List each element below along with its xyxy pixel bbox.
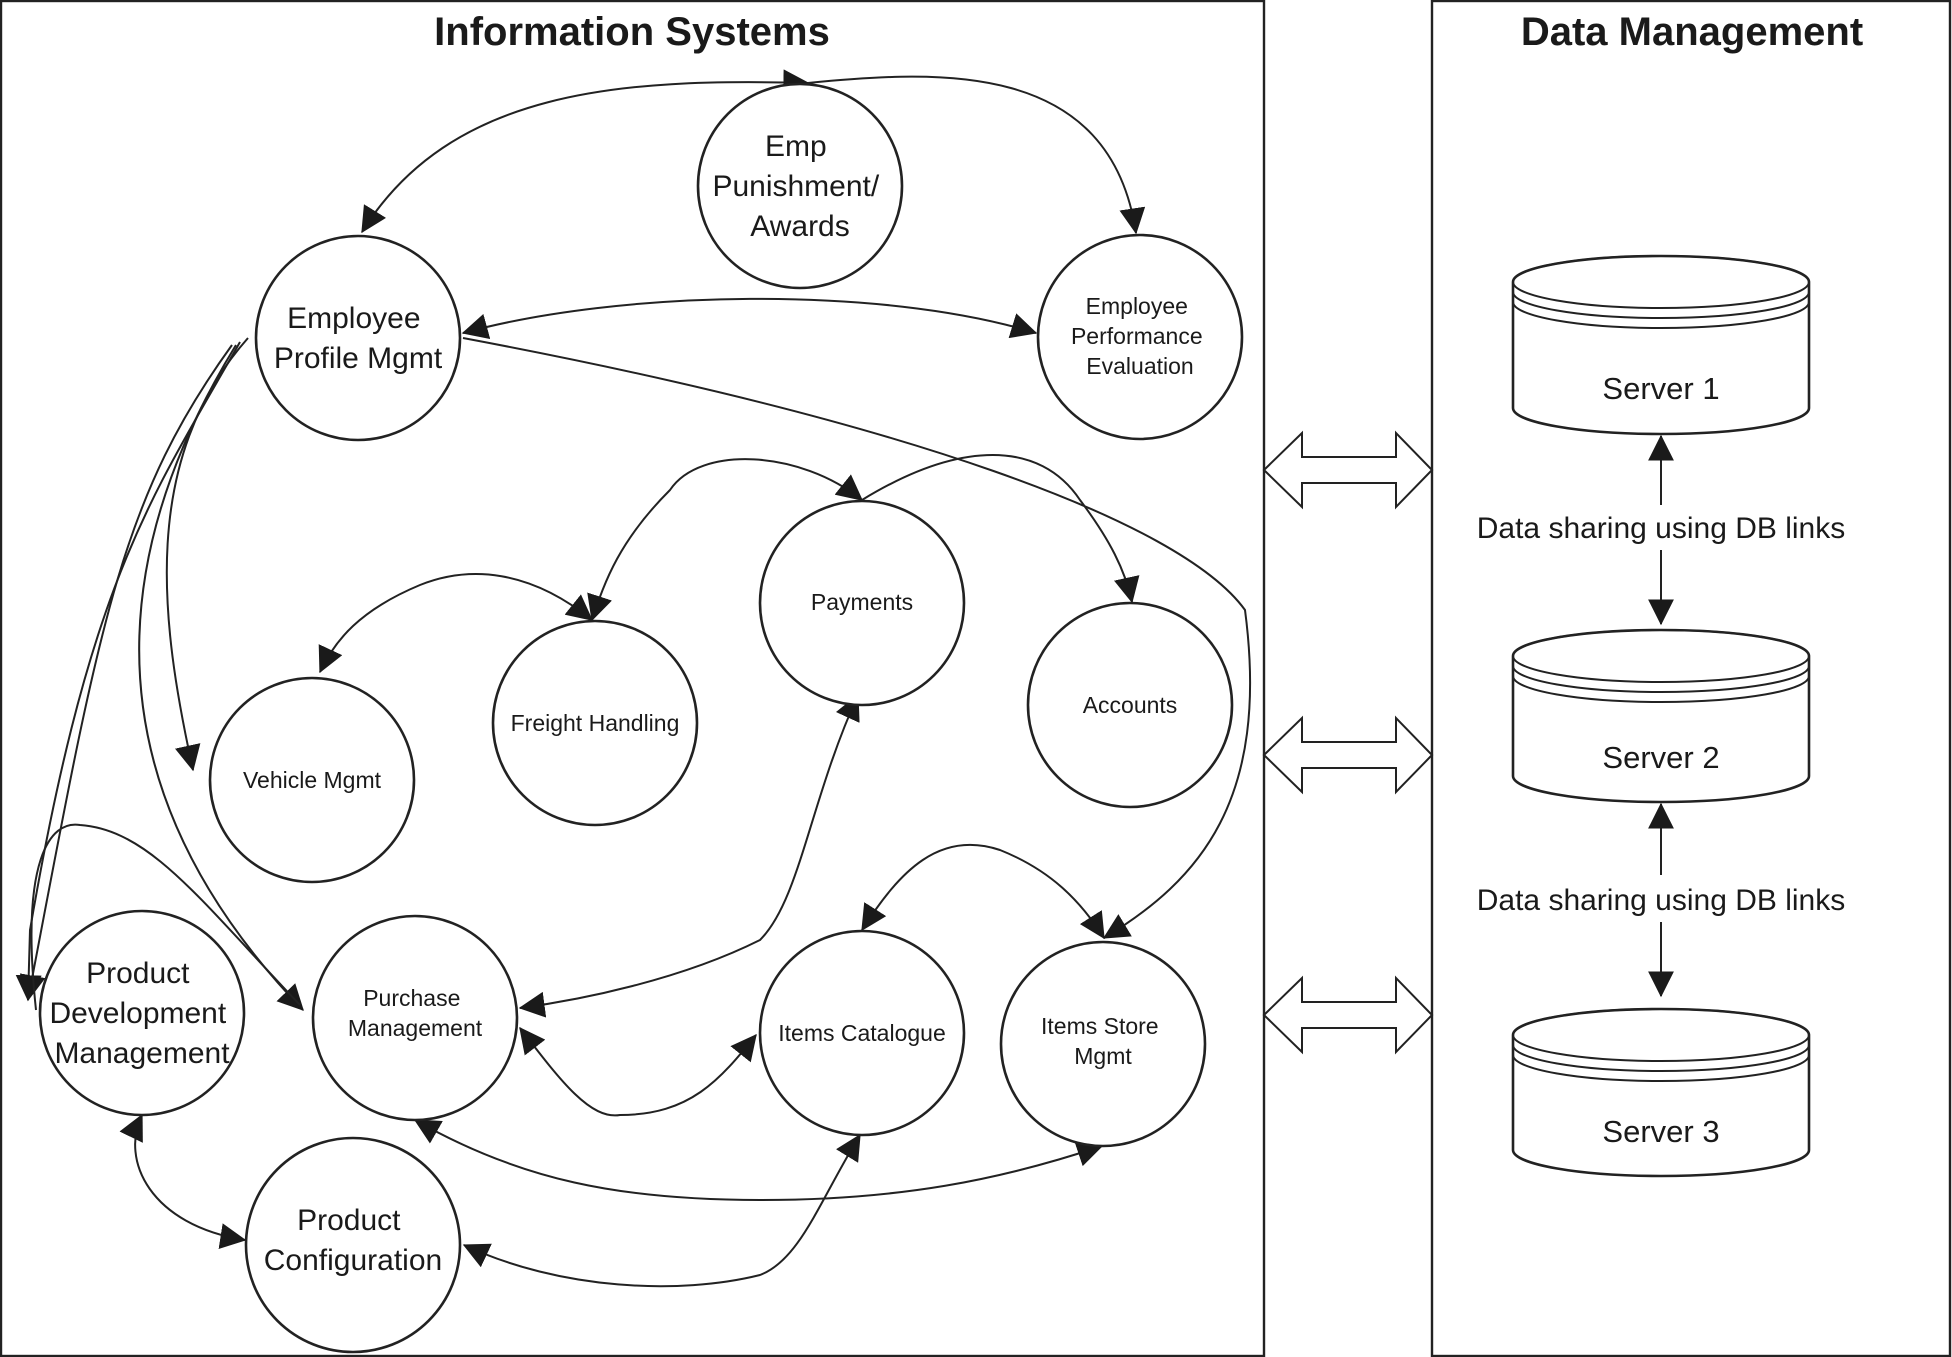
node-items-catalogue: Items Catalogue: [758, 929, 966, 1137]
link-productdev-purchase: [30, 823, 301, 1011]
link-profile-itemsstore: [462, 337, 1252, 939]
node-emp-punishment-awards: Emp Punishment/ Awards: [696, 82, 904, 290]
node-product-configuration: Product Configuration: [244, 1136, 462, 1354]
server-1-database: Server 1: [1511, 254, 1811, 436]
double-arrow-server-3: [1262, 975, 1434, 1055]
node-label: Product Development Management: [49, 957, 234, 1070]
link-profile-purchase: [138, 344, 304, 1011]
link-productdev-productconfig: [119, 1113, 247, 1249]
node-accounts: Accounts: [1026, 601, 1234, 809]
link-payments-freight: [587, 458, 864, 622]
link-payments-purchase: [518, 693, 860, 1018]
node-freight-handling: Freight Handling: [491, 619, 699, 827]
link-punishment-profile: [361, 69, 810, 234]
server-3-database: Server 3: [1511, 1007, 1811, 1178]
server-2-database: Server 2: [1511, 628, 1811, 804]
server-label: Server 1: [1602, 371, 1719, 406]
node-label: Items Store Mgmt: [1041, 1013, 1165, 1069]
double-arrow-server-2: [1262, 715, 1434, 795]
link-catalogue-productconfig: [462, 1133, 861, 1288]
link-payments-accounts: [861, 454, 1140, 604]
link-purchase-catalogue: [519, 1026, 757, 1117]
node-label: Purchase Management: [348, 985, 483, 1041]
information-systems-title: Information Systems: [434, 10, 830, 54]
node-label: Employee Profile Mgmt: [274, 302, 443, 375]
node-product-development-management: Product Development Management: [38, 909, 246, 1117]
node-items-store-mgmt: Items Store Mgmt: [999, 940, 1207, 1148]
node-purchase-management: Purchase Management: [311, 914, 519, 1122]
server-label: Server 3: [1602, 1114, 1719, 1149]
link-profile-productdev-b: [19, 344, 233, 1002]
db-link-label-1: Data sharing using DB links: [1477, 512, 1846, 545]
double-arrow-server-1: [1262, 430, 1434, 510]
link-freight-vehicle: [318, 573, 594, 674]
node-label: Emp Punishment/ Awards: [712, 130, 887, 243]
node-payments: Payments: [758, 499, 966, 707]
node-label: Payments: [811, 589, 913, 615]
node-vehicle-mgmt: Vehicle Mgmt: [208, 676, 416, 884]
link-profile-performance: [461, 297, 1038, 340]
node-label: Items Catalogue: [778, 1020, 945, 1046]
data-management-title: Data Management: [1521, 10, 1863, 54]
node-label: Employee Performance Evaluation: [1071, 293, 1209, 379]
link-punishment-performance: [807, 75, 1146, 235]
server-label: Server 2: [1602, 740, 1719, 775]
node-employee-profile-mgmt: Employee Profile Mgmt: [254, 234, 462, 442]
node-label: Product Configuration: [264, 1204, 442, 1277]
node-employee-performance-evaluation: Employee Performance Evaluation: [1036, 233, 1244, 441]
block-arrows: [1262, 430, 1434, 1055]
node-label: Accounts: [1083, 692, 1178, 718]
connectors: [15, 69, 1252, 1288]
db-link-label-2: Data sharing using DB links: [1477, 884, 1846, 917]
link-catalogue-itemsstore: [861, 843, 1105, 940]
node-label: Vehicle Mgmt: [243, 767, 382, 793]
node-label: Freight Handling: [511, 710, 680, 736]
